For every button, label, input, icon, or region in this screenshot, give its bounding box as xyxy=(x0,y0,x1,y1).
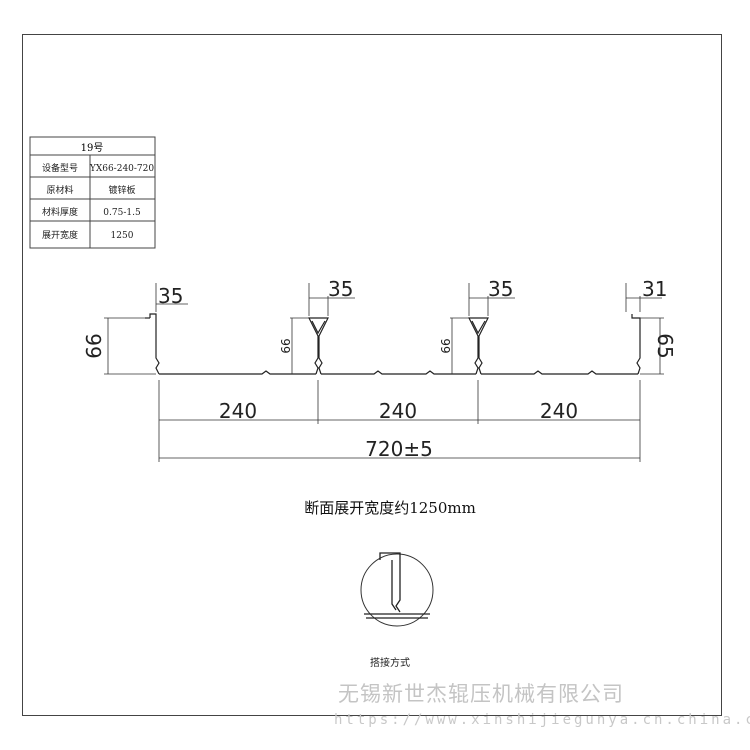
spec-label-model: 设备型号 xyxy=(42,162,78,174)
drawing-frame xyxy=(22,34,722,716)
watermark-url: https://www.xinshijiegunya.cn.china.cn xyxy=(334,712,750,728)
spec-value-width: 1250 xyxy=(111,231,134,241)
dim-span-2: 240 xyxy=(379,399,417,423)
overlap-detail xyxy=(364,552,430,619)
dim-rib-width-left: 35 xyxy=(158,284,183,308)
dim-span-1: 240 xyxy=(219,399,257,423)
dim-rib-width-1: 35 xyxy=(328,277,353,301)
dim-height-rib-2: 66 xyxy=(439,338,453,353)
section-caption: 断面展开宽度约1250mm xyxy=(304,499,476,517)
spec-table-border xyxy=(29,136,156,249)
dim-rib-width-2: 35 xyxy=(488,277,513,301)
dim-height-right: 65 xyxy=(653,333,677,358)
dim-total-width: 720±5 xyxy=(365,437,433,461)
spec-label-material: 原材料 xyxy=(46,184,73,196)
spec-label-width: 展开宽度 xyxy=(42,229,78,241)
overlap-detail-circle xyxy=(360,553,434,627)
overlap-caption: 搭接方式 xyxy=(370,656,410,669)
dim-span-3: 240 xyxy=(540,399,578,423)
dimension-lines xyxy=(104,283,664,462)
dim-rib-width-right: 31 xyxy=(642,277,667,301)
spec-value-model: YX66-240-720 xyxy=(89,164,155,174)
deck-profile xyxy=(145,313,641,375)
watermark-company: 无锡新世杰辊压机械有限公司 xyxy=(338,682,624,706)
spec-label-thickness: 材料厚度 xyxy=(42,206,78,218)
spec-table-title: 19号 xyxy=(81,142,104,154)
spec-value-material: 镀锌板 xyxy=(108,184,135,196)
spec-value-thickness: 0.75-1.5 xyxy=(103,208,141,218)
dim-height-rib-1: 66 xyxy=(279,338,293,353)
dim-height-left: 66 xyxy=(82,333,106,358)
